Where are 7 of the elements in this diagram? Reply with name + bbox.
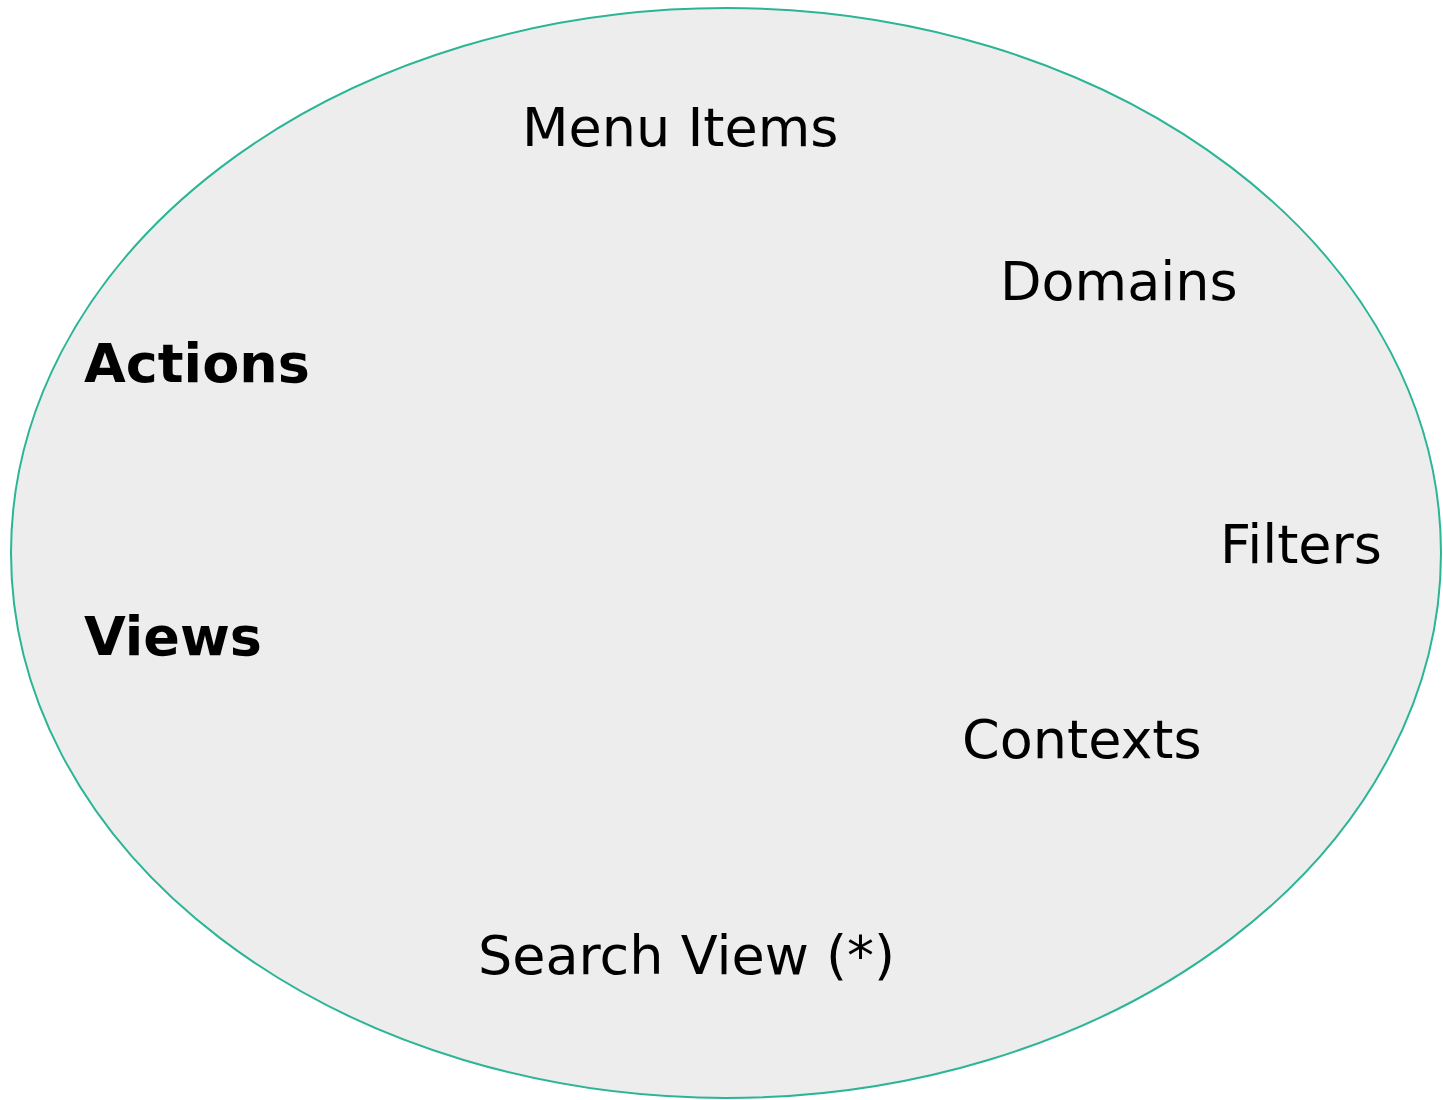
item-label: Actions [84, 332, 310, 397]
item-label: Menu Items [522, 96, 839, 161]
item-label: Contexts [962, 708, 1202, 773]
item-label: Domains [1000, 250, 1238, 315]
item-label: Search View (*) [478, 924, 896, 989]
item-label: Filters [1220, 513, 1382, 578]
item-label: Views [84, 605, 262, 670]
